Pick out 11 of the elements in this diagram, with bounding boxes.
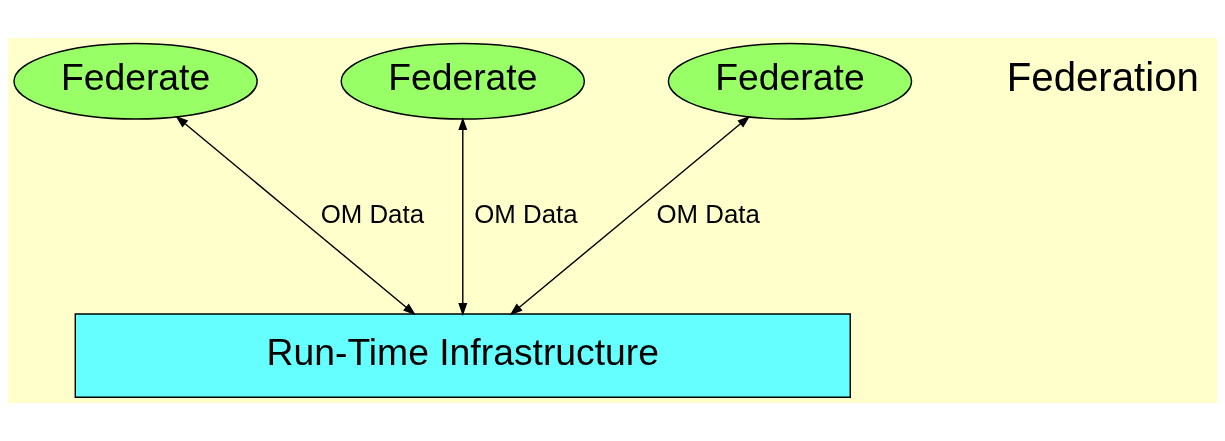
edge-label: OM Data (320, 199, 425, 228)
node-ellipse: Federate (667, 42, 913, 120)
node-ellipse: Federate (340, 42, 586, 120)
arrow (458, 117, 468, 316)
arrow (175, 115, 416, 316)
edge-label: OM Data (474, 199, 578, 228)
arrow (509, 115, 751, 316)
node-box: Run-Time Infrastructure (74, 313, 851, 398)
label: Federation (1006, 55, 1199, 101)
edge-label: OM Data (656, 199, 760, 228)
node-ellipse: Federate (13, 42, 258, 120)
